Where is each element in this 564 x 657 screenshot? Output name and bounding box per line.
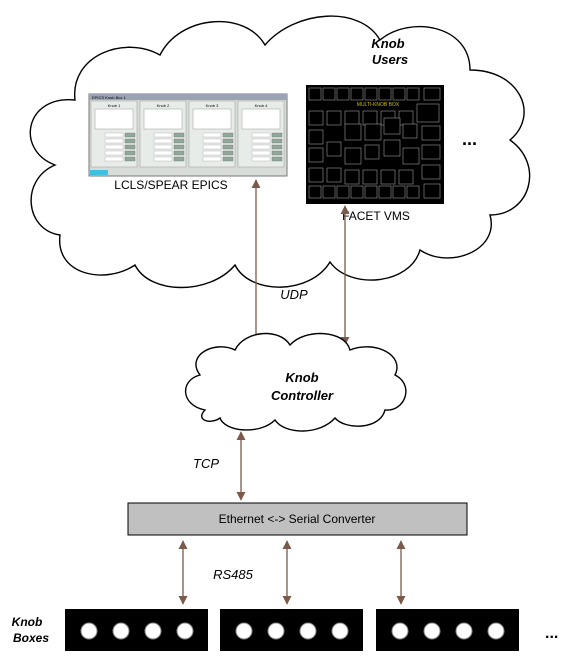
knob[interactable]	[423, 622, 441, 640]
vms-cell	[421, 125, 441, 141]
vms-cell	[392, 87, 406, 101]
more-users-ellipsis: ...	[462, 129, 477, 149]
vms-cell	[421, 164, 441, 180]
vms-cell	[308, 167, 324, 183]
vms-cell	[364, 87, 378, 101]
epics-column-header: Knob 1	[108, 103, 121, 108]
epics-column-header: Knob 2	[157, 103, 170, 108]
vms-cell	[344, 110, 360, 126]
vms-cell	[344, 169, 360, 185]
controller-title-1: Knob	[285, 370, 318, 385]
vms-header: MULTI-KNOB BOX	[357, 102, 400, 108]
vms-cell	[402, 147, 420, 165]
controller-cloud	[184, 332, 407, 432]
vms-cell	[383, 139, 401, 157]
vms-cell	[392, 185, 406, 199]
users-cloud-title-1: Knob	[371, 36, 404, 51]
controller-title-2: Controller	[271, 388, 334, 403]
knob[interactable]	[391, 622, 409, 640]
vms-cell	[380, 169, 396, 185]
vms-cell	[326, 110, 342, 126]
vms-cell	[350, 185, 364, 199]
vms-cell	[416, 103, 440, 123]
knob[interactable]	[299, 622, 317, 640]
epics-column: Knob 2	[139, 100, 187, 168]
knob-box	[220, 609, 363, 651]
epics-column-header: Knob 4	[255, 103, 268, 108]
vms-cell	[336, 87, 350, 101]
vms-cell	[423, 87, 441, 101]
vms-cell	[364, 185, 378, 199]
vms-cell	[308, 87, 322, 101]
rs485-label: RS485	[213, 567, 254, 582]
vms-cell	[322, 185, 336, 199]
vms-cell	[344, 147, 362, 165]
knob[interactable]	[176, 622, 194, 640]
vms-label: FACET VMS	[342, 209, 410, 223]
vms-cell	[336, 185, 350, 199]
vms-cell	[308, 110, 324, 126]
knob[interactable]	[235, 622, 253, 640]
epics-panel: EPICS Knob Box 1 Knob 1 Knob 2 Knob 3 Knob …	[88, 93, 288, 177]
epics-column: Knob 1	[90, 100, 138, 168]
converter-box	[127, 502, 468, 536]
vms-cell	[378, 185, 392, 199]
knob-box	[65, 609, 208, 651]
epics-column: Knob 4	[237, 100, 285, 168]
epics-column: Knob 3	[188, 100, 236, 168]
more-boxes-ellipsis: ...	[545, 625, 558, 642]
knob[interactable]	[487, 622, 505, 640]
vms-cell	[378, 87, 392, 101]
knob[interactable]	[80, 622, 98, 640]
tcp-label: TCP	[193, 456, 219, 471]
knob[interactable]	[112, 622, 130, 640]
vms-cell	[308, 185, 322, 199]
vms-cell	[326, 141, 342, 157]
vms-cell	[362, 169, 378, 185]
knob-boxes-label-2: Boxes	[13, 631, 49, 645]
vms-panel: MULTI-KNOB BOX	[306, 85, 444, 204]
vms-cell	[364, 144, 380, 160]
vms-cell	[421, 144, 441, 160]
epics-label: LCLS/SPEAR EPICS	[114, 178, 227, 192]
vms-cell	[362, 110, 378, 126]
vms-cell	[308, 147, 324, 163]
knob[interactable]	[267, 622, 285, 640]
converter-label: Ethernet <-> Serial Converter	[219, 512, 376, 526]
knob-box	[376, 609, 519, 651]
knob[interactable]	[144, 622, 162, 640]
users-cloud-title-2: Users	[372, 52, 408, 67]
vms-cell	[383, 117, 401, 135]
udp-label: UDP	[280, 287, 308, 302]
vms-cell	[406, 87, 420, 101]
epics-window-title: EPICS Knob Box 1	[92, 95, 127, 100]
vms-cell	[322, 87, 336, 101]
knob-boxes-label-1: Knob	[12, 615, 43, 629]
vms-cell	[398, 110, 414, 126]
vms-cell	[406, 185, 420, 199]
vms-cell	[423, 183, 441, 199]
vms-cell	[344, 123, 362, 141]
knob[interactable]	[455, 622, 473, 640]
vms-cell	[402, 123, 418, 139]
vms-cell	[326, 167, 342, 183]
vms-cell	[364, 123, 382, 141]
knob[interactable]	[331, 622, 349, 640]
vms-cell	[308, 129, 324, 145]
vms-cell	[350, 87, 364, 101]
epics-column-header: Knob 3	[206, 103, 219, 108]
vms-cell	[398, 169, 414, 185]
